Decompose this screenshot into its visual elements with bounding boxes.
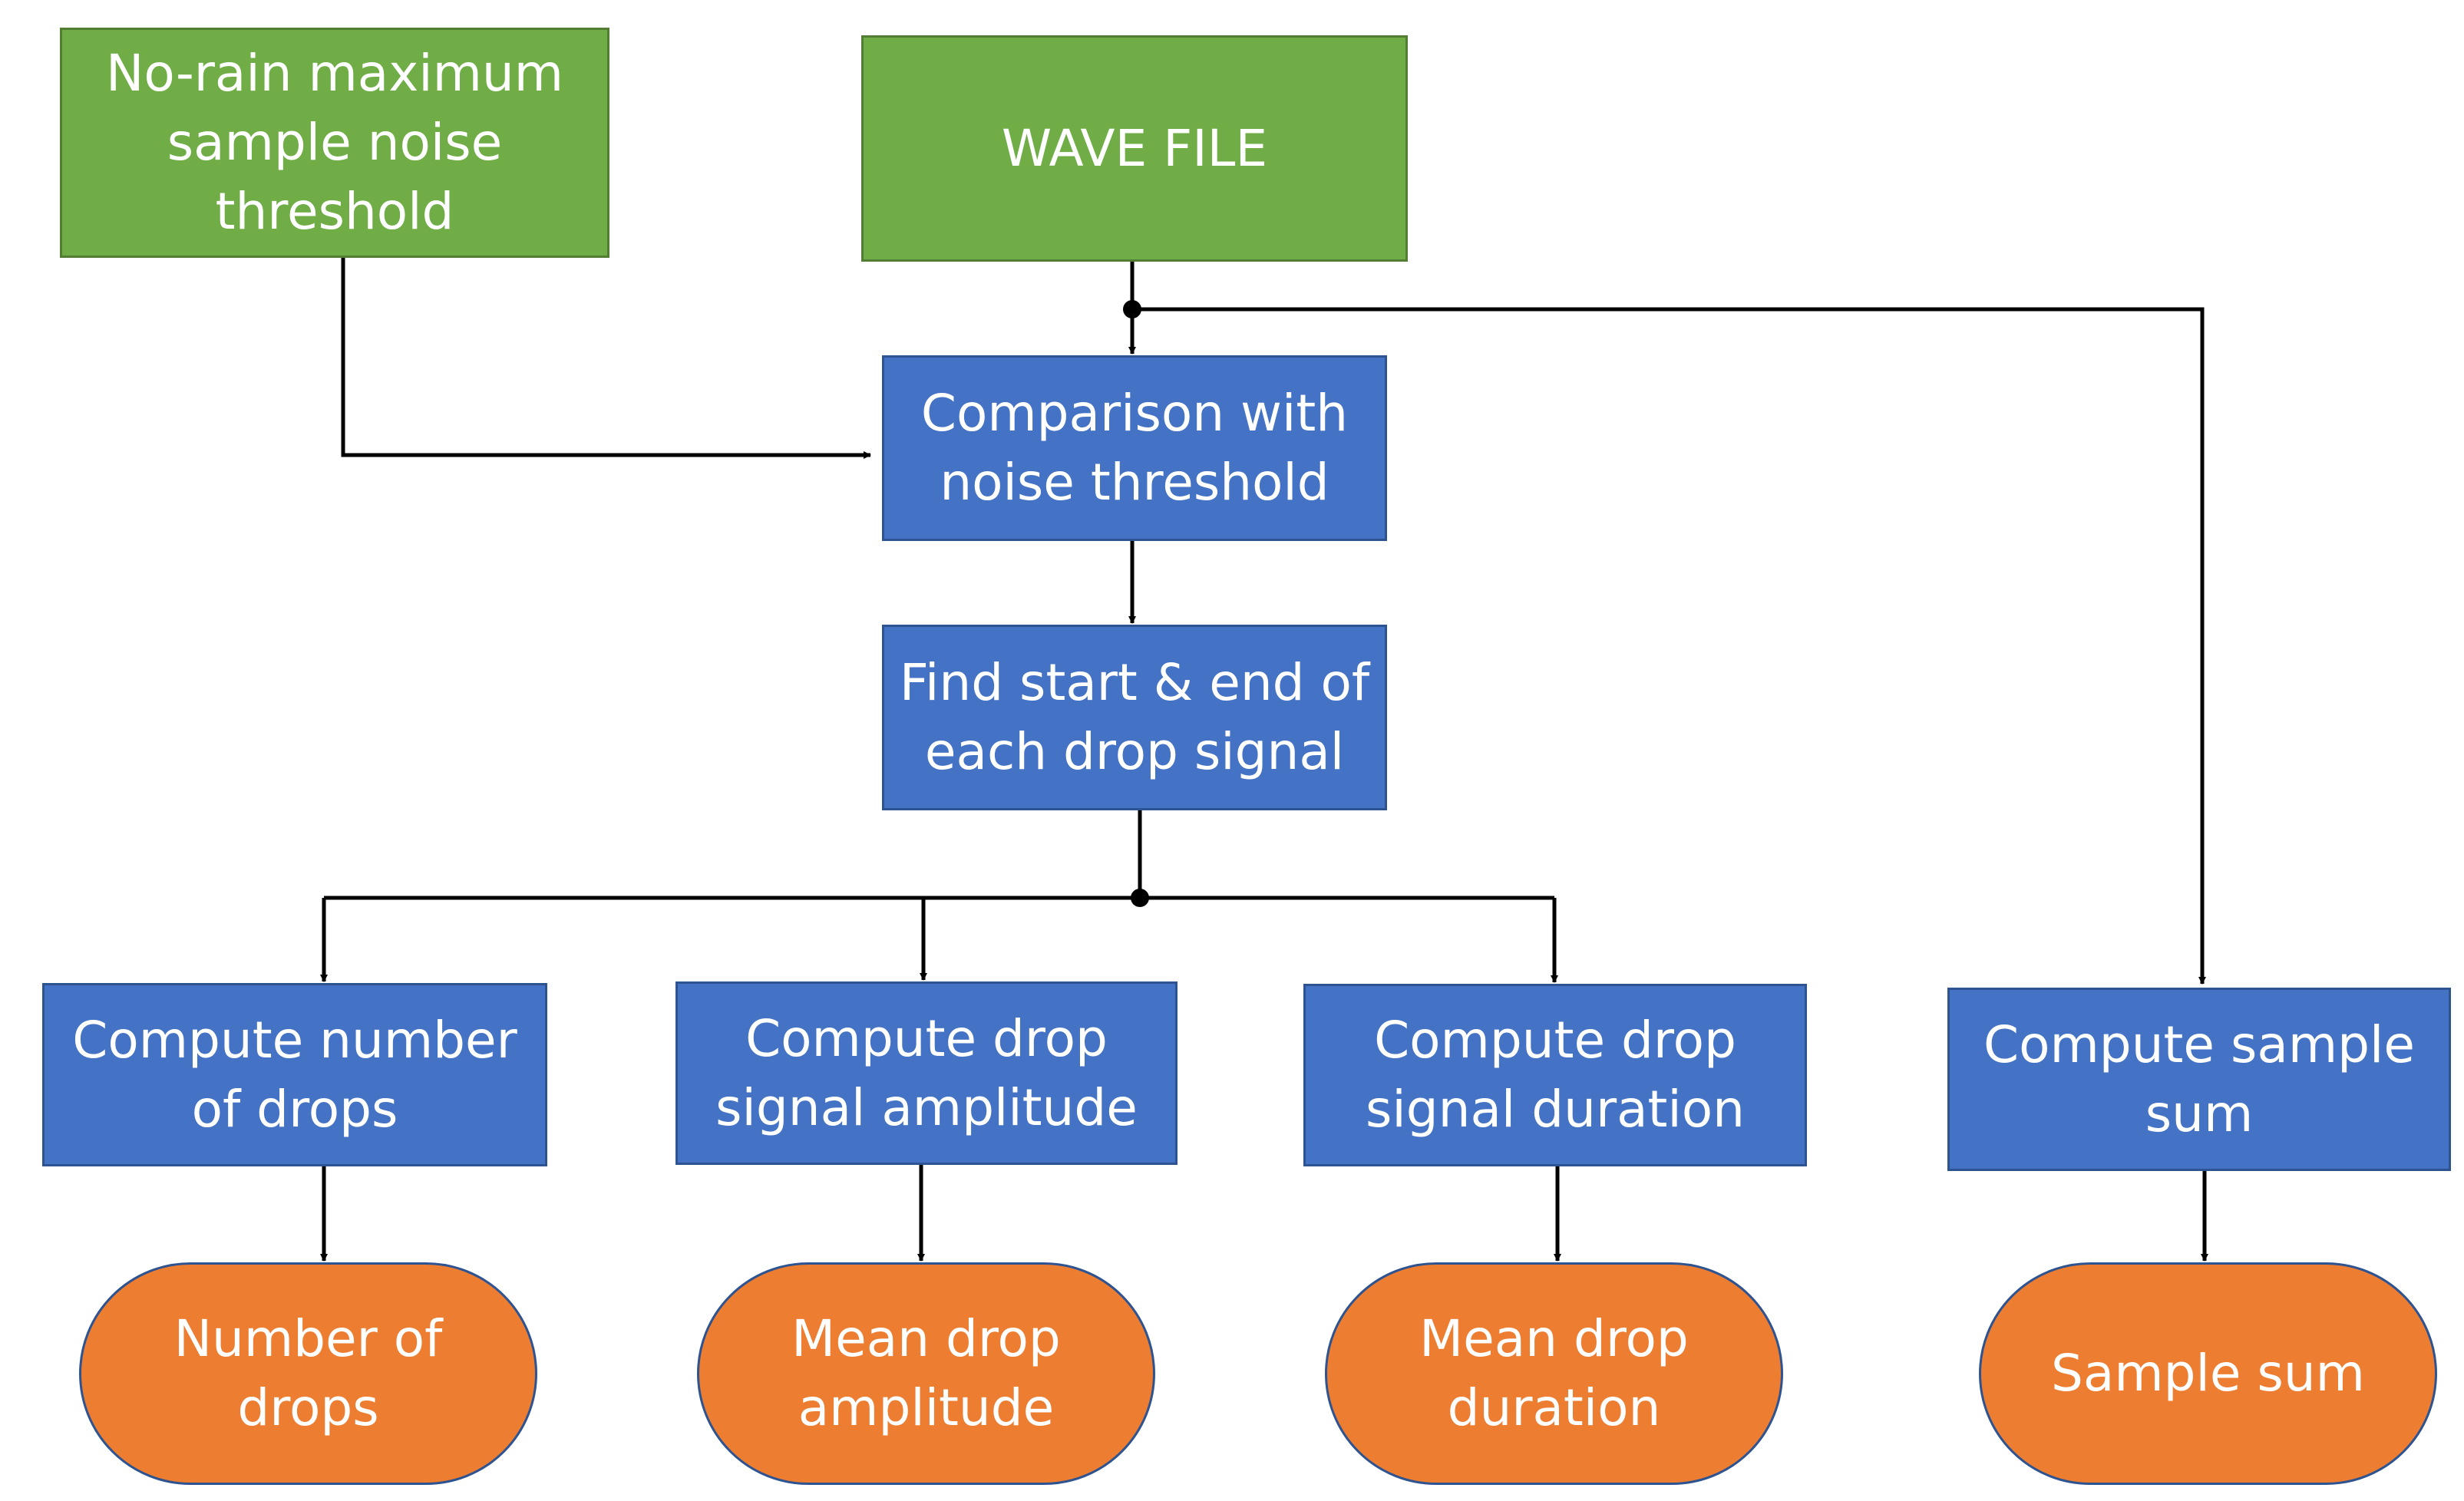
node-compute-sample-sum-label: Compute sample sum [1983, 1014, 2415, 1143]
node-compute-duration: Compute drop signal duration [1303, 984, 1807, 1166]
node-noise-threshold: No-rain maximum sample noise threshold [60, 28, 609, 258]
node-noise-threshold-label: No-rain maximum sample noise threshold [105, 44, 564, 241]
edge-wave-to-sample-sum [1132, 307, 2206, 985]
junction-dot-split [1131, 889, 1149, 907]
node-output-amplitude-label: Mean drop amplitude [791, 1309, 1061, 1437]
node-comparison: Comparison with noise threshold [882, 355, 1387, 541]
node-output-number: Number of drops [79, 1262, 537, 1485]
node-wave-file-label: WAVE FILE [1001, 118, 1268, 178]
node-output-duration: Mean drop duration [1325, 1262, 1783, 1485]
node-find-start-end: Find start & end of each drop signal [882, 625, 1387, 810]
edge-threshold-to-comparison [341, 258, 871, 459]
node-output-sample-sum: Sample sum [1979, 1262, 2437, 1485]
node-find-start-end-label: Find start & end of each drop signal [899, 653, 1370, 781]
node-compute-duration-label: Compute drop signal duration [1366, 1011, 1745, 1139]
node-compute-number-label: Compute number of drops [72, 1010, 517, 1139]
node-compute-amplitude: Compute drop signal amplitude [675, 981, 1178, 1165]
node-comparison-label: Comparison with noise threshold [920, 384, 1349, 512]
node-output-sample-sum-label: Sample sum [2051, 1344, 2365, 1403]
node-output-number-label: Number of drops [173, 1309, 443, 1437]
node-compute-sample-sum: Compute sample sum [1947, 988, 2451, 1171]
node-wave-file: WAVE FILE [861, 35, 1408, 262]
junction-dot-wave [1123, 300, 1141, 318]
node-output-amplitude: Mean drop amplitude [697, 1262, 1155, 1485]
node-output-duration-label: Mean drop duration [1419, 1309, 1689, 1437]
node-compute-number: Compute number of drops [42, 983, 547, 1166]
node-compute-amplitude-label: Compute drop signal amplitude [715, 1008, 1138, 1137]
